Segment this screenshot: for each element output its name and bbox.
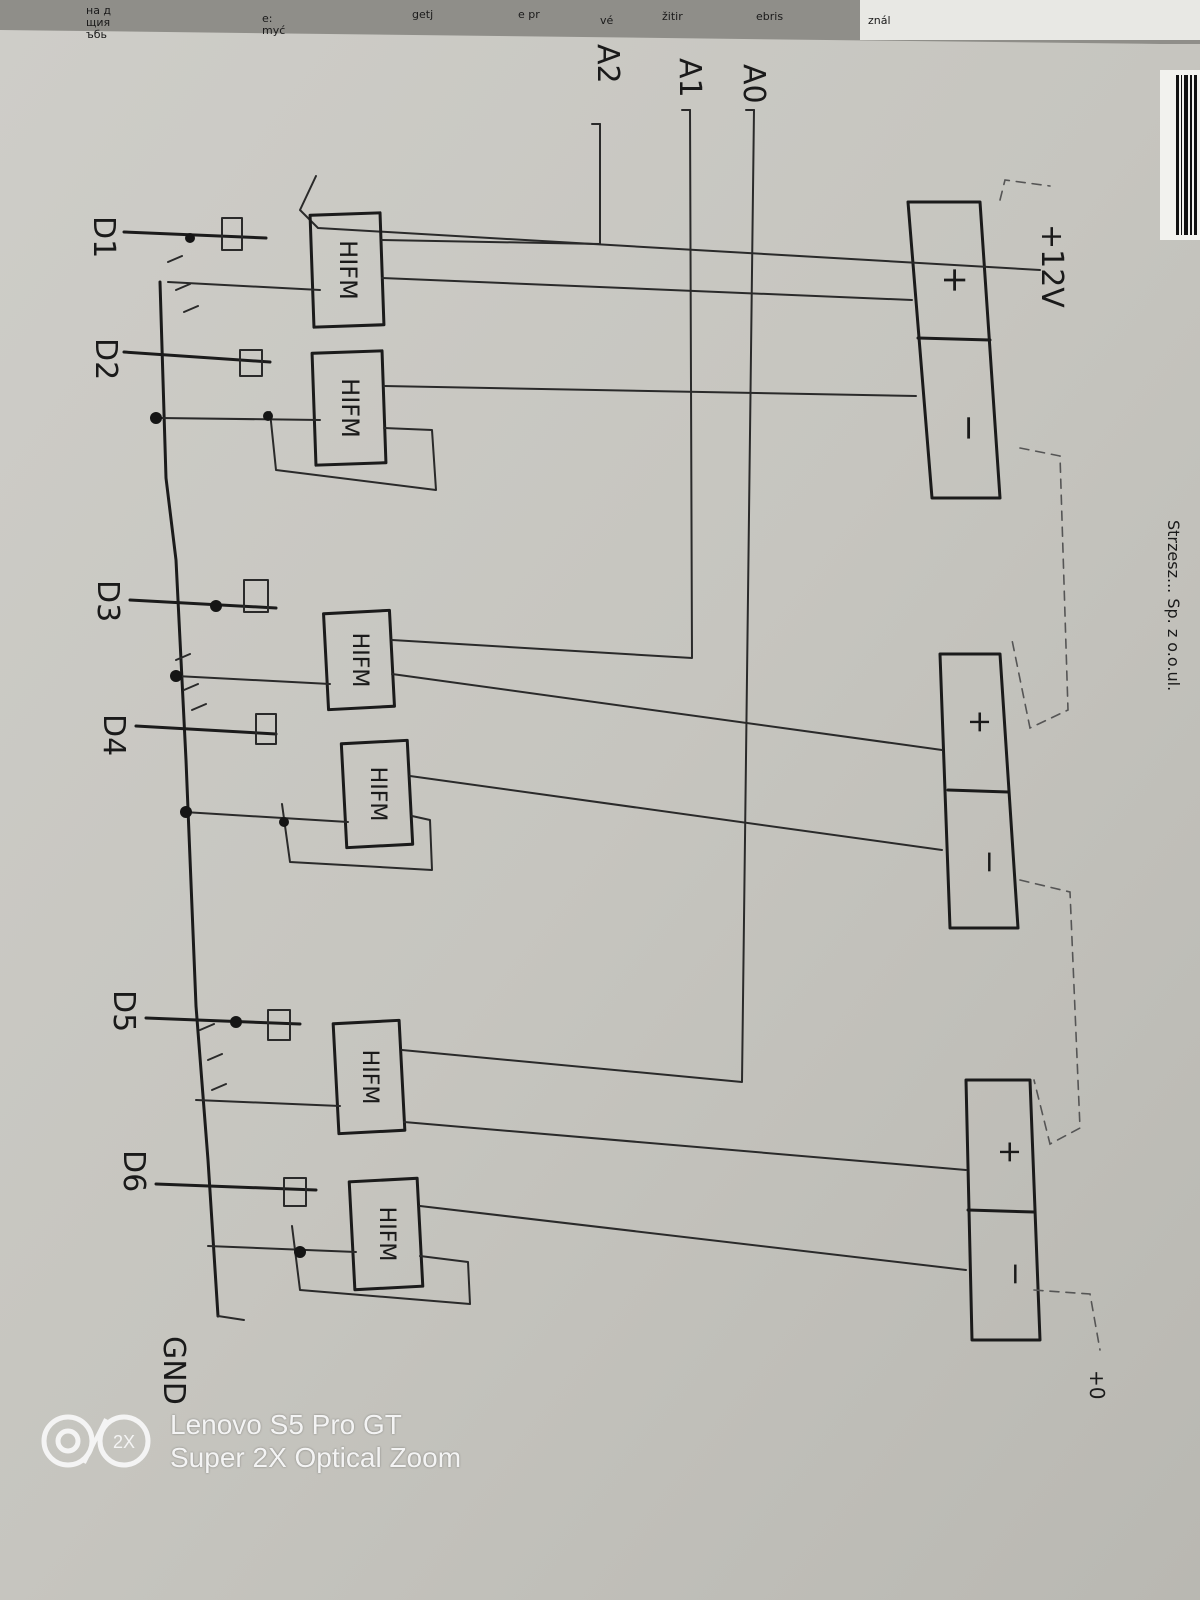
label-d4: D4 bbox=[96, 714, 131, 756]
module-6-label: HIFM bbox=[374, 1207, 399, 1262]
battery-1-minus: − bbox=[949, 414, 989, 443]
label-d3: D3 bbox=[90, 580, 125, 622]
label-d2: D2 bbox=[88, 338, 123, 380]
battery-pack-3: + − bbox=[964, 1078, 1042, 1342]
label-gnd: GND bbox=[156, 1336, 191, 1405]
modules: HIFM HIFM HIFM HIFM HIFM HIFM bbox=[308, 211, 425, 1292]
svg-text:на д: на д bbox=[86, 4, 111, 17]
edge-snippets: на д щия ъбь e: myć getj e pr vé žitir e… bbox=[86, 4, 891, 41]
module-1-label: HIFM bbox=[334, 240, 362, 300]
battery-3-minus: − bbox=[998, 1261, 1033, 1286]
battery-pack-2: + − bbox=[938, 652, 1020, 930]
dual-lens-camera-icon: 2X bbox=[41, 1414, 151, 1468]
junctions bbox=[150, 233, 306, 1258]
label-d5: D5 bbox=[106, 990, 141, 1032]
label-corner: +0 bbox=[1085, 1370, 1109, 1399]
module-3-label: HIFM bbox=[347, 633, 372, 688]
svg-text:vé: vé bbox=[600, 14, 614, 27]
svg-text:znál: znál bbox=[868, 14, 891, 27]
battery-3-plus: + bbox=[992, 1139, 1027, 1164]
footer-fragment: Strzesz... Sp. z o.o.ul. bbox=[1164, 520, 1183, 691]
svg-text:myć: myć bbox=[262, 24, 285, 37]
svg-text:ъбь: ъбь bbox=[86, 28, 107, 41]
svg-text:щия: щия bbox=[86, 16, 110, 29]
output-stubs bbox=[122, 230, 318, 1192]
svg-text:e:: e: bbox=[262, 12, 272, 25]
svg-text:e pr: e pr bbox=[518, 8, 540, 21]
label-d1: D1 bbox=[86, 216, 121, 258]
label-a0: A0 bbox=[736, 64, 771, 104]
battery-2-plus: + bbox=[962, 709, 997, 734]
svg-text:ebris: ebris bbox=[756, 10, 783, 23]
svg-text:žitir: žitir bbox=[662, 10, 683, 23]
battery-pack-1: + − bbox=[906, 200, 1002, 500]
label-a2: A2 bbox=[590, 44, 625, 84]
label-d6: D6 bbox=[116, 1150, 151, 1192]
logo-badge: 2X bbox=[113, 1432, 135, 1452]
label-a1: A1 bbox=[672, 58, 707, 98]
svg-text:getj: getj bbox=[412, 8, 433, 21]
watermark-feature: Super 2X Optical Zoom bbox=[170, 1442, 462, 1473]
module-4-label: HIFM bbox=[365, 767, 390, 822]
battery-1-plus: + bbox=[935, 266, 975, 295]
module-5-label: HIFM bbox=[357, 1050, 382, 1105]
label-12v: +12V bbox=[1034, 224, 1069, 308]
battery-2-minus: − bbox=[972, 849, 1007, 874]
watermark-device: Lenovo S5 Pro GT bbox=[170, 1409, 402, 1440]
watermark-text: Lenovo S5 Pro GT Super 2X Optical Zoom bbox=[170, 1408, 461, 1474]
module-2-label: HIFM bbox=[336, 378, 364, 438]
barcode bbox=[1176, 75, 1197, 235]
camera-watermark: 2X Lenovo S5 Pro GT Super 2X Optical Zoo… bbox=[40, 1408, 461, 1474]
